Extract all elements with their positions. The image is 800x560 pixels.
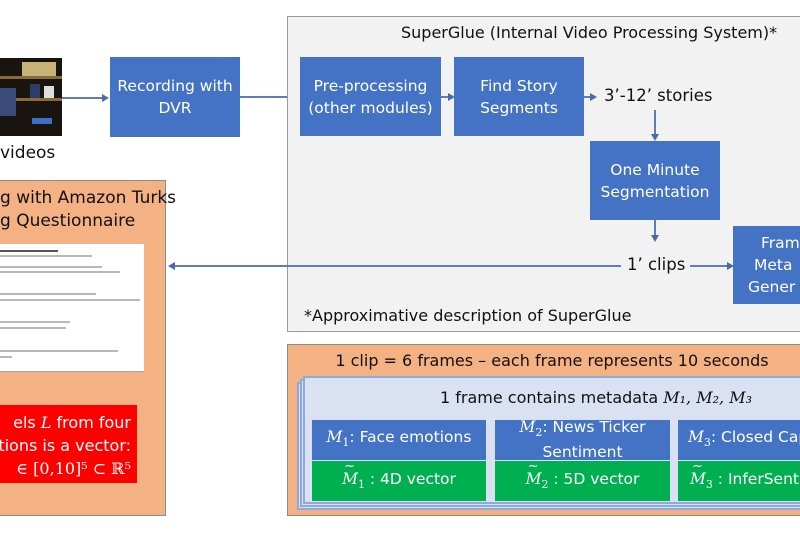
find-story-line1: Find Story xyxy=(480,76,558,95)
vector-m3-infersent: M3 : InferSent xyxy=(678,459,800,501)
preprocessing-line1: Pre-processing xyxy=(313,76,428,95)
questionnaire-image xyxy=(0,244,144,372)
frame-meta-line3: Gener xyxy=(748,278,796,296)
callout-line3: ∈ [0,10]⁵ ⊂ ℝ⁵ xyxy=(16,459,131,478)
arrow-to-stories xyxy=(584,96,590,98)
stories-label: 3’-12’ stories xyxy=(604,86,713,105)
label-vector-callout: els L from four tions is a vector: ∈ [0,… xyxy=(0,405,137,483)
labeling-title-line2: g Questionnaire xyxy=(0,211,136,231)
video-thumbnail-icon xyxy=(0,58,62,136)
arrowhead-icon xyxy=(727,262,734,270)
arrowhead-icon xyxy=(590,93,597,101)
metadata-m1-face-emotions: M1: Face emotions xyxy=(312,420,486,460)
metadata-m3-closed-captions: M3: Closed Cap xyxy=(678,420,800,460)
clips-label: 1’ clips xyxy=(627,255,686,274)
arrow-to-labeling xyxy=(175,265,621,267)
arrowhead-icon xyxy=(651,235,659,242)
arrow-to-recording xyxy=(62,97,102,99)
find-story-line2: Segments xyxy=(480,98,558,117)
preprocessing-line2: (other modules) xyxy=(308,98,433,117)
videos-caption: videos xyxy=(0,143,56,163)
arrowhead-icon xyxy=(651,134,659,141)
callout-line1: els L from four xyxy=(13,413,131,432)
recording-label-line2: DVR xyxy=(158,99,192,117)
one-minute-line1: One Minute xyxy=(610,160,700,179)
frame-meta-line2: Meta xyxy=(754,256,793,274)
arrow-to-frame-metadata xyxy=(690,265,728,267)
clip-panel-title: 1 clip = 6 frames – each frame represent… xyxy=(335,351,769,370)
superglue-footnote: *Approximative description of SuperGlue xyxy=(304,306,632,325)
arrow-to-clips xyxy=(654,220,656,236)
frame-meta-line1: Fram xyxy=(761,234,800,252)
recording-label-line1: Recording with xyxy=(117,77,233,95)
arrowhead-icon xyxy=(448,93,455,101)
superglue-title: SuperGlue (Internal Video Processing Sys… xyxy=(401,23,778,42)
labeling-title-line1: g with Amazon Turks xyxy=(0,188,177,208)
vector-m2-5d: M2 : 5D vector xyxy=(495,459,670,501)
callout-line2: tions is a vector: xyxy=(0,436,131,455)
frame-title: 1 frame contains metadata M₁, M₂, M₃ xyxy=(440,388,752,407)
arrow-to-one-minute xyxy=(654,110,656,135)
preprocessing-box: Pre-processing (other modules) xyxy=(300,57,441,136)
arrow-to-find-story xyxy=(441,96,449,98)
arrowhead-icon xyxy=(168,262,175,270)
arrowhead-icon xyxy=(102,94,109,102)
vector-m1-4d: M1 : 4D vector xyxy=(312,459,486,501)
one-minute-line2: Segmentation xyxy=(600,182,710,201)
metadata-m2-news-ticker: M2: News Ticker Sentiment xyxy=(495,418,670,461)
arrow-to-preprocessing xyxy=(240,96,292,98)
